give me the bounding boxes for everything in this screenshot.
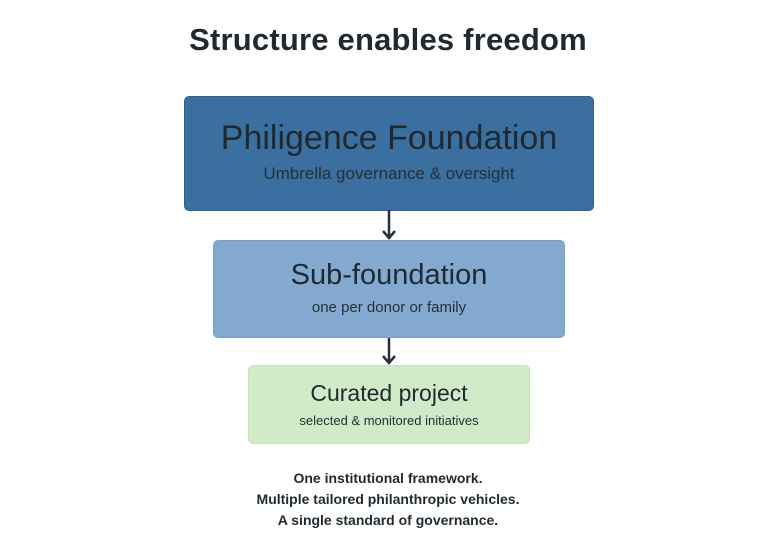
footer-line: Multiple tailored philanthropic vehicles… <box>256 491 520 507</box>
box-heading: Sub-foundation <box>290 259 488 291</box>
footer-line: A single standard of governance. <box>277 512 499 528</box>
down-arrow-icon <box>382 338 396 365</box>
box-subtitle: one per donor or family <box>311 299 467 316</box>
down-arrow-icon <box>382 210 396 240</box>
box-heading: Philigence Foundation <box>220 119 558 157</box>
box-subtitle: selected & monitored initiatives <box>299 413 479 428</box>
box-subtitle: Umbrella governance & oversight <box>263 164 515 183</box>
sub-foundation-box: Sub-foundation one per donor or family <box>213 240 565 338</box>
philigence-foundation-box: Philigence Foundation Umbrella governanc… <box>184 96 594 211</box>
footer-line: One institutional framework. <box>293 470 483 486</box>
diagram-title: Structure enables freedom <box>189 22 587 57</box>
curated-project-box: Curated project selected & monitored ini… <box>248 365 530 444</box>
footer-statement: One institutional framework. Multiple ta… <box>0 468 776 531</box>
box-heading: Curated project <box>310 380 468 406</box>
